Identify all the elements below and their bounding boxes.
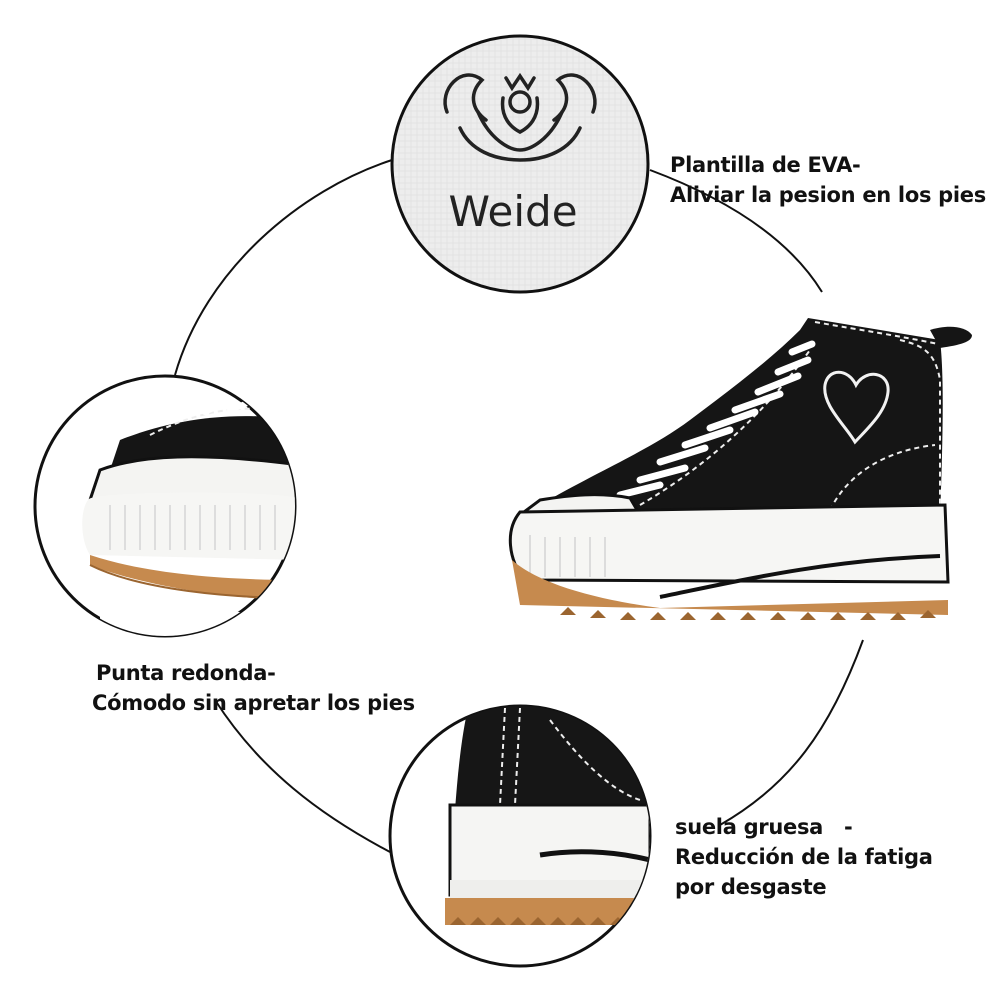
logo-wordmark: Weide [448,187,577,236]
sole-callout-description-2: por desgaste [675,875,827,899]
heart-icon [823,370,890,445]
sneaker-product-image [508,318,972,620]
toe-detail-circle [33,374,297,638]
weide-logo: Weide [443,72,597,236]
insole-logo-circle: Weide [390,34,650,294]
sole-detail-circle [388,704,652,968]
sole-callout: suela gruesa - Reducción de la fatiga po… [675,812,933,902]
connector-ring [174,159,864,853]
insole-callout: Plantilla de EVA- Aliviar la pesion en l… [670,150,986,210]
toe-callout: Punta redonda- Cómodo sin apretar los pi… [92,658,415,718]
toe-callout-description: Cómodo sin apretar los pies [92,691,415,715]
laces [616,340,816,499]
insole-callout-description: Aliviar la pesion en los pies [670,183,986,207]
toe-callout-title: Punta redonda- [96,661,276,685]
sole-callout-title: suela gruesa - [675,815,853,839]
sole-callout-description: Reducción de la fatiga [675,845,933,869]
insole-callout-title: Plantilla de EVA- [670,153,861,177]
